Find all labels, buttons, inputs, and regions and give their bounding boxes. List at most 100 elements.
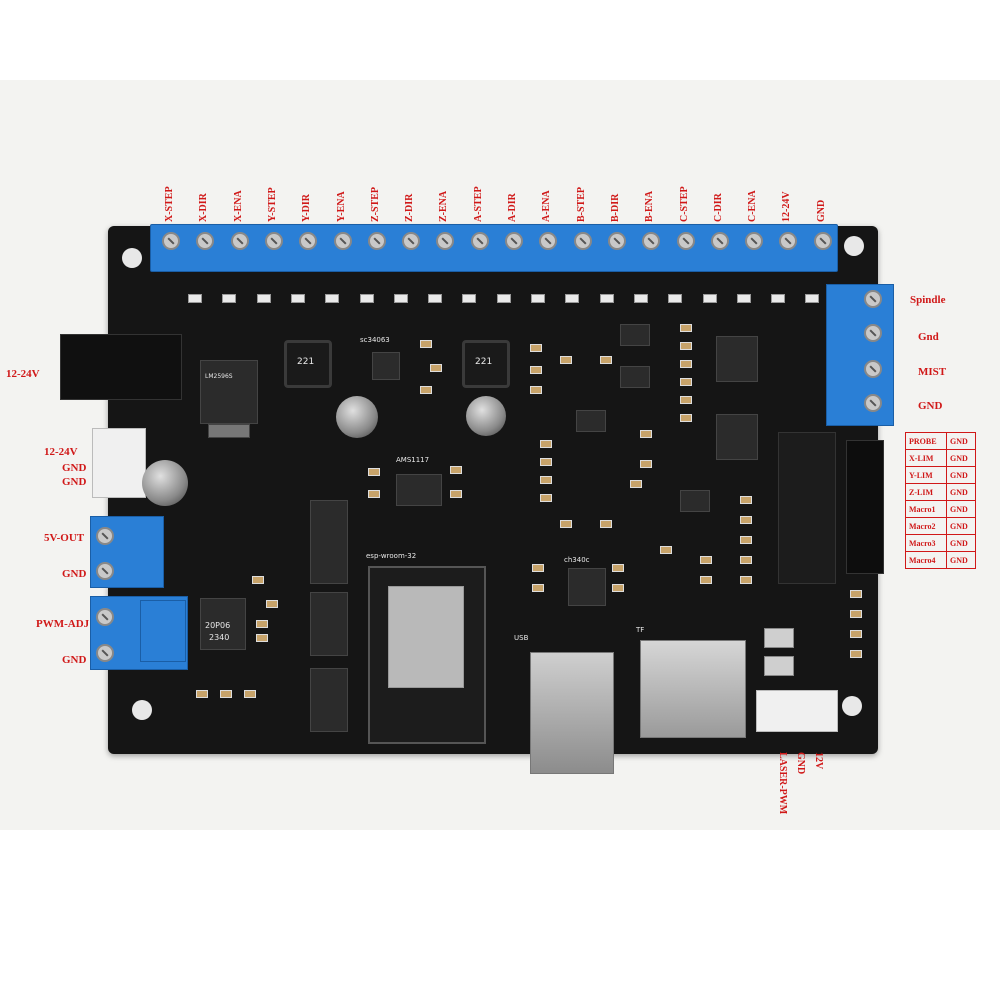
usb-label: USB [514, 634, 529, 642]
regulator-pins [208, 424, 250, 438]
electrolytic-capacitor [142, 460, 188, 506]
mosfet-20p06: 20P06 2340 [200, 598, 246, 650]
top-pin-label: X-STEP [164, 186, 175, 222]
optocoupler [620, 366, 650, 388]
top-pin-label: Y-DIR [301, 194, 313, 222]
mount-hole [844, 236, 864, 256]
smd-component [640, 430, 652, 438]
pin-gnd-cell: GND [946, 449, 976, 467]
status-led [565, 294, 580, 303]
smd-component [612, 564, 624, 572]
mist-label: MIST [918, 366, 947, 378]
pin-name-cell: Macro4 [905, 551, 947, 569]
smd-component [430, 364, 442, 372]
boot-button[interactable] [764, 656, 794, 676]
resistor-array [778, 432, 836, 584]
5v-gnd-screw [96, 562, 114, 580]
top-pin-label: Y-STEP [266, 187, 278, 222]
5v-screw [96, 527, 114, 545]
terminal-screw [745, 232, 764, 250]
status-led [393, 294, 408, 303]
ams1117-chip [396, 474, 442, 506]
status-led [256, 294, 271, 303]
potentiometer [140, 600, 186, 662]
smd-component [560, 356, 572, 364]
top-pin-label: GND [815, 199, 827, 222]
status-led [736, 294, 751, 303]
dc-barrel-jack [60, 334, 182, 400]
electrolytic-capacitor [336, 396, 378, 438]
smd-component [252, 576, 264, 584]
top-pin-label: C-STEP [678, 186, 690, 222]
laser-pwm-label: LASER-PWM [777, 752, 788, 815]
pwm-gnd-screw [96, 644, 114, 662]
jst-gnd-label: GND [62, 462, 87, 474]
esp-label: esp-wroom-32 [366, 552, 417, 560]
smd-component [850, 610, 862, 618]
top-pin-label: B-ENA [644, 190, 656, 222]
top-pin-label: C-ENA [747, 190, 759, 222]
status-led [531, 294, 545, 303]
smd-component [530, 344, 542, 352]
smd-component [256, 620, 268, 628]
terminal-screw [436, 232, 455, 250]
smd-component [680, 360, 692, 368]
status-led [325, 294, 340, 303]
pwm-gnd-label: GND [62, 654, 87, 666]
terminal-screw [607, 232, 626, 250]
spindle-screw [864, 290, 882, 308]
smd-component [680, 324, 692, 332]
smd-component [700, 556, 712, 564]
pin-name-cell: X-LIM [905, 449, 947, 467]
jst-connector-power [92, 428, 146, 498]
gnd-label: Gnd [918, 331, 939, 343]
smd-component [532, 564, 544, 572]
smd-component [740, 556, 752, 564]
ch340c-label: ch340c [564, 556, 590, 564]
pin-gnd-cell: GND [946, 500, 976, 518]
top-pin-label: Z-STEP [369, 186, 381, 222]
status-led [668, 294, 683, 303]
5v-gnd-label: GND [62, 568, 87, 580]
usb-b-port [530, 652, 614, 774]
pin-gnd-cell: GND [946, 466, 976, 484]
status-led [462, 294, 477, 303]
smd-component [700, 576, 712, 584]
mount-hole [842, 696, 862, 716]
smd-component [740, 516, 752, 524]
electrolytic-capacitor [466, 396, 506, 436]
power-in-label: 12-24V [6, 368, 40, 380]
top-pin-label: C-DIR [712, 193, 724, 222]
smd-component [740, 496, 752, 504]
pin-name-cell: Macro3 [905, 534, 947, 552]
status-led [496, 294, 511, 303]
mosfet [716, 414, 758, 460]
status-led [428, 294, 443, 303]
optocoupler [620, 324, 650, 346]
gnd-screw [864, 394, 882, 412]
gnd-screw [864, 324, 882, 342]
smd-component [420, 386, 432, 394]
spindle-terminal-block [826, 284, 894, 426]
smd-component [540, 458, 552, 466]
reset-button[interactable] [764, 628, 794, 648]
optocoupler [576, 410, 606, 432]
inductor-1: 221 [284, 340, 332, 388]
terminal-screw [505, 232, 523, 250]
terminal-screw [402, 232, 421, 250]
status-led [702, 294, 717, 303]
ams1117-label: AMS1117 [396, 456, 430, 464]
laser-gnd-label: GND [795, 752, 806, 775]
terminal-screw [676, 232, 695, 250]
pwm-adj-label: PWM-ADJ [36, 618, 90, 630]
inductor-2: 221 [462, 340, 510, 388]
top-pin-label: X-ENA [232, 190, 244, 222]
smd-component [850, 630, 862, 638]
smd-component [196, 690, 208, 698]
status-led [633, 294, 648, 303]
status-led [805, 294, 820, 303]
status-led [222, 294, 237, 303]
